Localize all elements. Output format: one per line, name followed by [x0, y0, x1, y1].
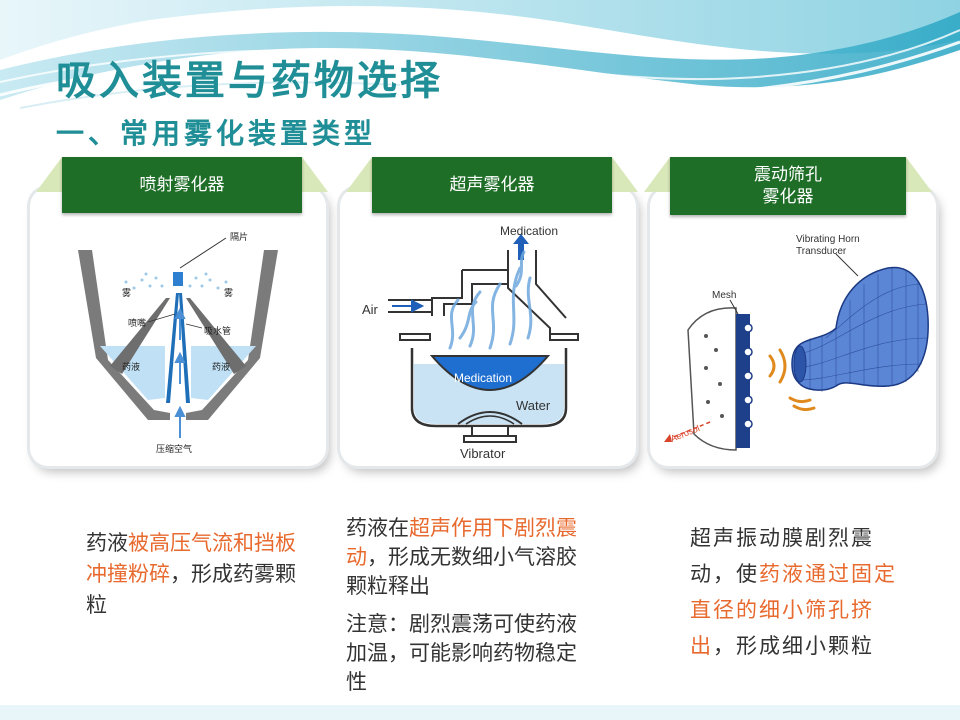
card-jet-nebulizer: 隔片 雾 雾 喷嘴 吸水管 药液 药液 压缩空气: [30, 188, 326, 466]
note-ultrasonic-nebulizer: 注意：剧烈震荡可使药液加温，可能影响药物稳定性: [346, 612, 577, 694]
label-liquid-left: 药液: [122, 361, 140, 373]
label-compressed-air: 压缩空气: [156, 443, 192, 455]
label-air: Air: [362, 302, 379, 317]
label-water: Water: [516, 398, 551, 413]
label-transducer: Transducer: [796, 246, 847, 257]
jet-nebulizer-diagram: 隔片 雾 雾 喷嘴 吸水管 药液 药液 压缩空气: [78, 231, 278, 455]
desc-jet-nebulizer: 药液被高压气流和挡板冲撞粉碎，形成药雾颗粒: [86, 531, 296, 617]
banner-jet-nebulizer: 喷射雾化器: [62, 157, 302, 213]
label-medication: Medication: [454, 371, 512, 385]
banner-ultrasonic-nebulizer: 超声雾化器: [372, 157, 612, 213]
label-medication-top: Medication: [500, 224, 558, 238]
banner-mesh-nebulizer: 震动筛孔 雾化器: [670, 157, 906, 215]
label-vibrating-horn: Vibrating Horn: [796, 234, 860, 245]
ultrasonic-nebulizer-diagram: Medication Air Medication Water: [362, 224, 579, 461]
mesh-nebulizer-diagram: Mesh Aerosol Vibrating: [664, 234, 929, 451]
section-subtitle: 一、常用雾化装置类型: [56, 117, 377, 150]
label-liquid-right: 药液: [212, 361, 230, 373]
label-nozzle: 喷嘴: [128, 318, 146, 329]
label-mist-right: 雾: [224, 288, 233, 299]
label-vibrator: Vibrator: [460, 446, 506, 461]
page-title: 吸入装置与药物选择: [56, 58, 443, 104]
desc-ultrasonic-nebulizer: 药液在超声作用下剧烈震动，形成无数细小气溶胶颗粒释出: [346, 516, 577, 598]
card-ultrasonic-nebulizer: Medication Air Medication Water: [340, 188, 636, 466]
label-baffle: 隔片: [230, 231, 248, 243]
label-mist-left: 雾: [122, 288, 131, 299]
label-suction-tube: 吸水管: [204, 325, 231, 337]
desc-mesh-nebulizer: 超声振动膜剧烈震动，使药液通过固定直径的细小筛孔挤出，形成细小颗粒: [690, 526, 897, 658]
label-mesh: Mesh: [712, 290, 736, 301]
card-mesh-nebulizer: Mesh Aerosol Vibrating: [650, 188, 936, 466]
